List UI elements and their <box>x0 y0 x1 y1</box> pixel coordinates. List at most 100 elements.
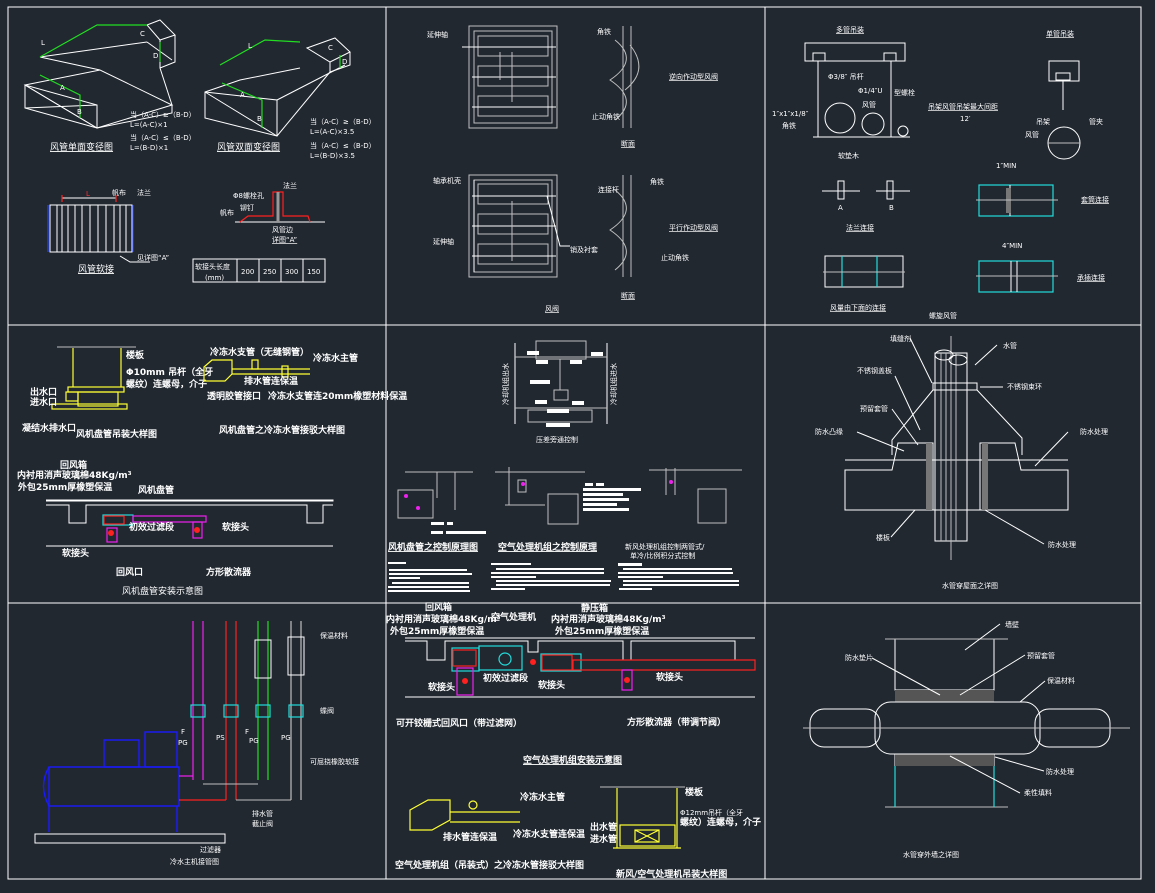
label-valve: 截止阀 <box>252 819 273 828</box>
label-pipe: 水管 <box>1003 341 1017 350</box>
ahu-label-ra-wrap: 外包25mm厚橡塑保温 <box>389 625 484 637</box>
flex-label-detail: 见详图“A” <box>137 253 169 262</box>
title-roof-penetration: 水管穿屋面之详图 <box>942 581 998 590</box>
dim-B-single: B <box>77 108 82 116</box>
label-waterproof-1: 防水处理 <box>1080 427 1108 436</box>
title-spacing: 吊架风管吊架最大间距 <box>928 102 998 111</box>
label-rod: 连接杆 <box>598 185 619 194</box>
wall-leaders <box>871 623 1046 794</box>
ahu-label-slab: 楼板 <box>685 786 704 798</box>
label-stop-top: 止动角铁 <box>592 112 620 121</box>
fcu-label-return: 回风口 <box>116 567 143 578</box>
damper-parallel <box>468 174 632 278</box>
dim-A-double: A <box>240 91 245 99</box>
sheet-frame <box>7 6 1142 880</box>
label-ps: PS <box>216 734 225 742</box>
label-waterproof-2: 防水处理 <box>1048 540 1076 549</box>
table-unit: (mm) <box>205 274 224 282</box>
single-hanger-drawing <box>1047 60 1081 160</box>
title-ahu-hanger: 新风/空气处理机吊装大样图 <box>616 868 727 880</box>
detail-label-fabric: 帆布 <box>220 208 234 217</box>
chiller-drawing <box>34 731 226 844</box>
label-angle-bottom: 角铁 <box>650 177 664 186</box>
panel-controls: 冷却机组出水 冷却机组进水 压差旁通控制 <box>388 340 742 592</box>
formula-single-3: 当（A-C）≤（B-D） <box>130 133 196 142</box>
title-fau-control-2: 单冷/比例积分式控制 <box>630 551 695 560</box>
fcu-label-filter: 初效过滤段 <box>129 521 175 533</box>
fcu-label-diffuser: 方形散流器 <box>206 566 252 578</box>
label-right-bypass: 冷却机组进水 <box>609 363 618 405</box>
title-fau-control-1: 新风处理机组控制两管式/ <box>625 542 705 551</box>
ahu-label-filter: 初效过滤段 <box>483 672 529 684</box>
title-opposed-damper: 逆向作动型风阀 <box>669 72 718 81</box>
label-flex: 可屈挠橡胶软接 <box>310 757 359 766</box>
fcu-label-rod2: 螺纹）连螺母，介子 <box>126 378 207 390</box>
table-value-1: 200 <box>241 268 254 276</box>
cw-label-insul: 冷冻水支管连20mm橡塑材料保温 <box>268 390 407 402</box>
fcu-label-rod: Φ10mm 吊杆（全牙 <box>126 366 213 378</box>
label-angle-top: 角铁 <box>597 27 611 36</box>
dim-D-single: D <box>153 52 158 60</box>
label-hanger: 吊架 <box>1036 118 1050 126</box>
panel-fcu: 楼板 Φ10mm 吊杆（全牙 螺纹）连螺母，介子 出水口 进水口 凝结水排水口 … <box>17 346 407 597</box>
fcu-label-out: 出水口 <box>30 386 57 398</box>
ahu-label-sp-box: 静压箱 <box>581 602 608 614</box>
fcu-label-in: 进水口 <box>30 396 57 408</box>
label-insulation: 保温材料 <box>320 631 348 640</box>
flange-b: B <box>889 204 894 212</box>
label-rod: Φ3/8″ 吊杆 <box>828 72 864 81</box>
table-value-3: 300 <box>285 268 298 276</box>
label-sleeve: 预留套管 <box>860 404 888 413</box>
title-detail-a: 详图“A” <box>272 235 297 244</box>
notes-text-bars <box>388 562 739 592</box>
dim-L-double: L <box>248 42 252 50</box>
section-bottom: 断面 <box>621 291 635 300</box>
fcu-label-soft-joint: 软接头 <box>222 521 249 533</box>
ahu-label-rod: Φ12mm吊杆（全牙 <box>680 808 743 817</box>
label-pg-2: PG <box>249 737 259 745</box>
label-sealant: 填缝剂 <box>890 334 911 343</box>
fcu-title-hanger: 风机盘管吊装大样图 <box>76 428 157 440</box>
ahu-label-drain: 排水管连保温 <box>443 831 497 843</box>
label-slab: 楼板 <box>876 533 890 542</box>
socket-dim: 4″MIN <box>1002 242 1022 250</box>
label-pg-3: PG <box>281 734 291 742</box>
title-flex-joint: 风管软接 <box>78 263 114 275</box>
pressure-bypass-drawing <box>514 340 608 427</box>
label-drain: 排水管 <box>252 809 273 818</box>
control-diagrams <box>397 467 742 534</box>
cw-label-main: 冷冻水主管 <box>313 352 358 364</box>
label-angle: 1″x1″x1/8″ <box>772 110 809 118</box>
multi-hanger-drawing <box>804 42 910 138</box>
ahu-label-sp-wrap: 外包25mm厚橡塑保温 <box>554 625 649 637</box>
title-single-hanger: 单管吊装 <box>1046 29 1074 38</box>
sleeve-joint-drawing <box>976 184 1058 217</box>
socket-joint-drawing <box>976 260 1058 293</box>
flex-joint-drawing <box>47 195 150 263</box>
detail-label-bolt: Φ8螺栓孔 <box>233 191 264 200</box>
label-bearing: 轴承机壳 <box>433 176 461 185</box>
label-waterproof: 防水处理 <box>1046 767 1074 776</box>
title-pressure-bypass: 压差旁通控制 <box>536 435 578 444</box>
title-fcu-control: 风机盘管之控制原理图 <box>388 541 478 553</box>
ahu-label-ra-lining: 内衬用消声玻璃棉48Kg/m³ <box>386 613 501 625</box>
ahu-label-out: 出水管 <box>590 821 617 833</box>
cw-label-branch: 冷冻水支管（无缝钢管） <box>210 346 309 358</box>
title-duct-single: 风管单面变径图 <box>50 141 113 153</box>
ahu-label-sp-lining: 内衬用消声玻璃棉48Kg/m³ <box>551 613 666 625</box>
title-lower-joint: 风量由下面的连接 <box>830 303 886 312</box>
spacing-value: 12′ <box>960 115 971 123</box>
flange-joint-drawing <box>822 180 910 200</box>
label-upstand: 防水凸缘 <box>815 427 843 436</box>
label-duct: 风管 <box>862 100 876 109</box>
fcu-install-drawing <box>46 499 334 547</box>
ahu-label-soft-2: 软接头 <box>538 679 565 691</box>
ahu-cw-drawing <box>409 799 520 831</box>
panel-ahu: 回风箱 内衬用消声玻璃棉48Kg/m³ 外包25mm厚橡塑保温 空气处理机 静压… <box>386 601 761 880</box>
label-bolt: Φ1/4″U <box>858 87 883 95</box>
dim-C-double: C <box>328 44 333 52</box>
fcu-label-drain: 凝结水排水口 <box>22 422 76 434</box>
label-wall: 墙壁 <box>1005 620 1019 629</box>
ahu-label-soft-1: 软接头 <box>428 681 455 693</box>
pipe-risers <box>179 621 305 801</box>
